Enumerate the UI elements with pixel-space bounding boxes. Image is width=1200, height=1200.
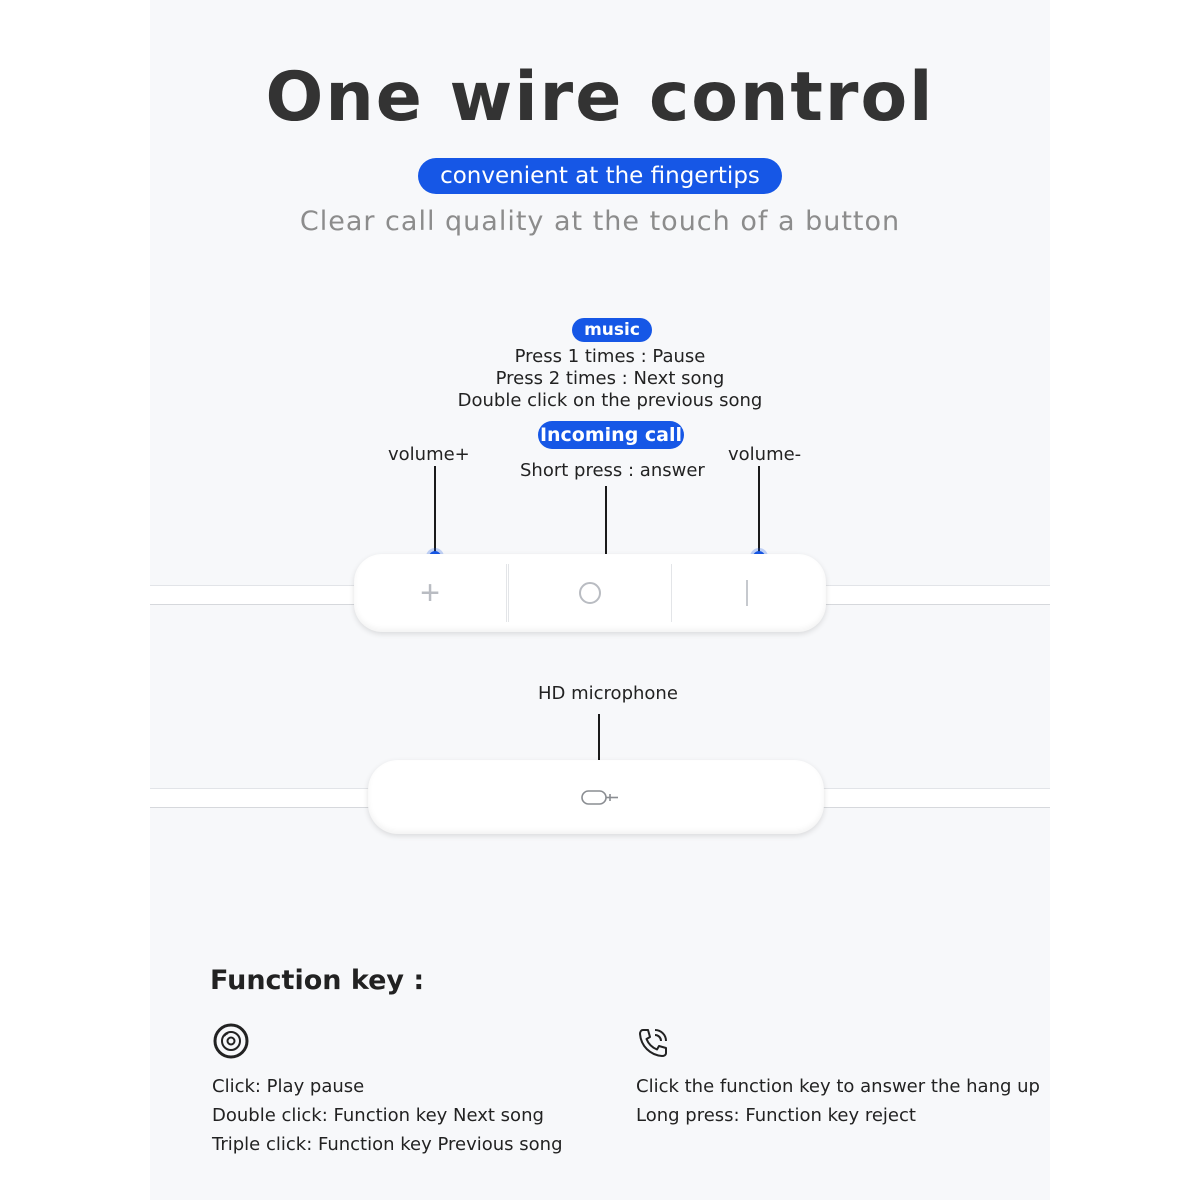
cable-left-upper xyxy=(150,585,360,605)
page-title: One wire control xyxy=(265,58,935,137)
volume-minus-label: volume- xyxy=(728,444,802,465)
play-pause-button[interactable] xyxy=(508,564,672,622)
center-leader xyxy=(605,486,607,574)
inline-remote: + xyxy=(354,554,826,632)
list-item: Click the function key to answer the han… xyxy=(636,1076,1040,1097)
music-instructions: Press 1 times : Pause Press 2 times : Ne… xyxy=(400,346,820,412)
volume-plus-label: volume+ xyxy=(388,444,470,465)
cable-right-upper xyxy=(820,585,1050,605)
music-line: Double click on the previous song xyxy=(457,390,763,411)
call-instruction: Short press : answer xyxy=(520,460,705,481)
volume-minus-leader xyxy=(758,466,760,554)
microphone-housing xyxy=(368,760,824,834)
tagline: Clear call quality at the touch of a but… xyxy=(299,206,901,237)
function-list-right: Click the function key to answer the han… xyxy=(636,1072,1040,1130)
list-item: Double click: Function key Next song xyxy=(212,1105,544,1126)
cable-left-lower xyxy=(150,788,375,808)
subtitle-pill: convenient at the fingertips xyxy=(418,158,782,194)
cable-right-lower xyxy=(818,788,1050,808)
function-list-left: Click: Play pause Double click: Function… xyxy=(212,1072,563,1159)
volume-plus-leader xyxy=(434,466,436,554)
circle-icon xyxy=(579,582,601,604)
plus-icon: + xyxy=(420,573,440,612)
list-item: Click: Play pause xyxy=(212,1076,365,1097)
microphone-icon xyxy=(581,790,618,805)
list-item: Long press: Function key reject xyxy=(636,1105,916,1126)
microphone-leader xyxy=(598,714,600,772)
incoming-call-badge: Incoming call xyxy=(538,421,684,449)
music-line: Press 2 times : Next song xyxy=(495,368,725,389)
microphone-label: HD microphone xyxy=(538,683,678,704)
minus-icon xyxy=(746,580,748,606)
disc-icon xyxy=(212,1022,250,1065)
function-key-title: Function key : xyxy=(210,965,425,996)
list-item: Triple click: Function key Previous song xyxy=(212,1134,563,1155)
volume-up-button[interactable]: + xyxy=(354,564,507,622)
phone-call-icon xyxy=(636,1026,670,1065)
music-badge: music xyxy=(572,318,652,342)
music-line: Press 1 times : Pause xyxy=(514,346,706,367)
volume-down-button[interactable] xyxy=(672,564,822,622)
